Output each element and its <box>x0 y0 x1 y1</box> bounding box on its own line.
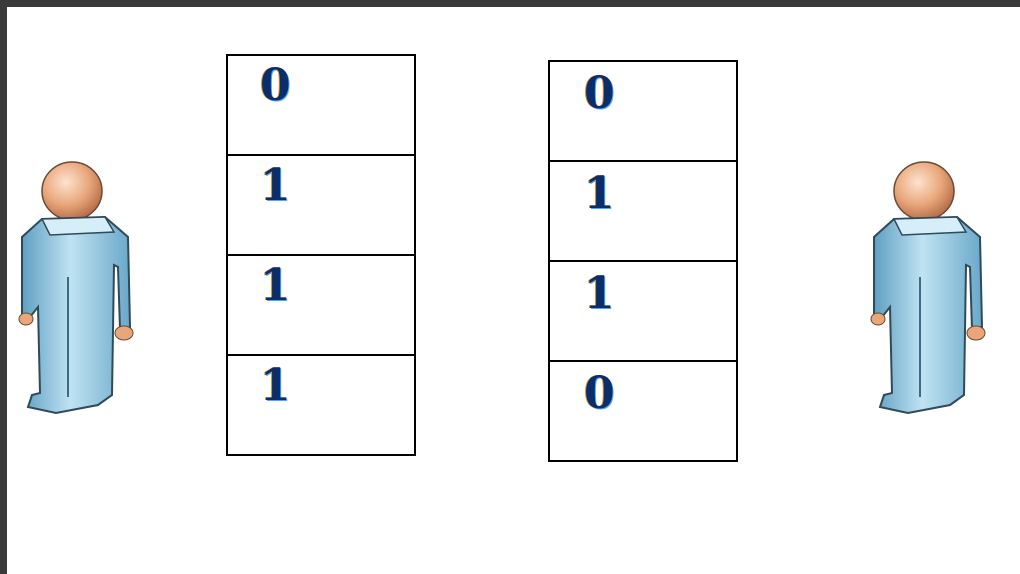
bit-cell: 1 <box>228 356 414 454</box>
bit-cell: 0 <box>550 362 736 460</box>
bit-cell: 1 <box>228 256 414 356</box>
bit-cell: 1 <box>228 156 414 256</box>
person-icon <box>862 157 992 417</box>
bit-cell: 1 <box>550 162 736 262</box>
bit-value: 1 <box>584 272 615 316</box>
bit-cell: 1 <box>550 262 736 362</box>
bit-cell: 0 <box>550 62 736 162</box>
bit-value: 0 <box>584 372 615 416</box>
bit-value: 1 <box>260 264 291 308</box>
bit-value: 1 <box>584 172 615 216</box>
bit-value: 1 <box>260 164 291 208</box>
left-bit-stack: 0 1 1 1 <box>226 54 416 456</box>
bit-value: 1 <box>260 364 291 408</box>
right-bit-stack: 0 1 1 0 <box>548 60 738 462</box>
bit-value: 0 <box>260 64 291 108</box>
person-icon <box>10 157 140 417</box>
bit-cell: 0 <box>228 56 414 156</box>
bit-value: 0 <box>584 72 615 116</box>
diagram-canvas: 0 1 1 1 0 1 1 0 <box>7 7 1020 574</box>
